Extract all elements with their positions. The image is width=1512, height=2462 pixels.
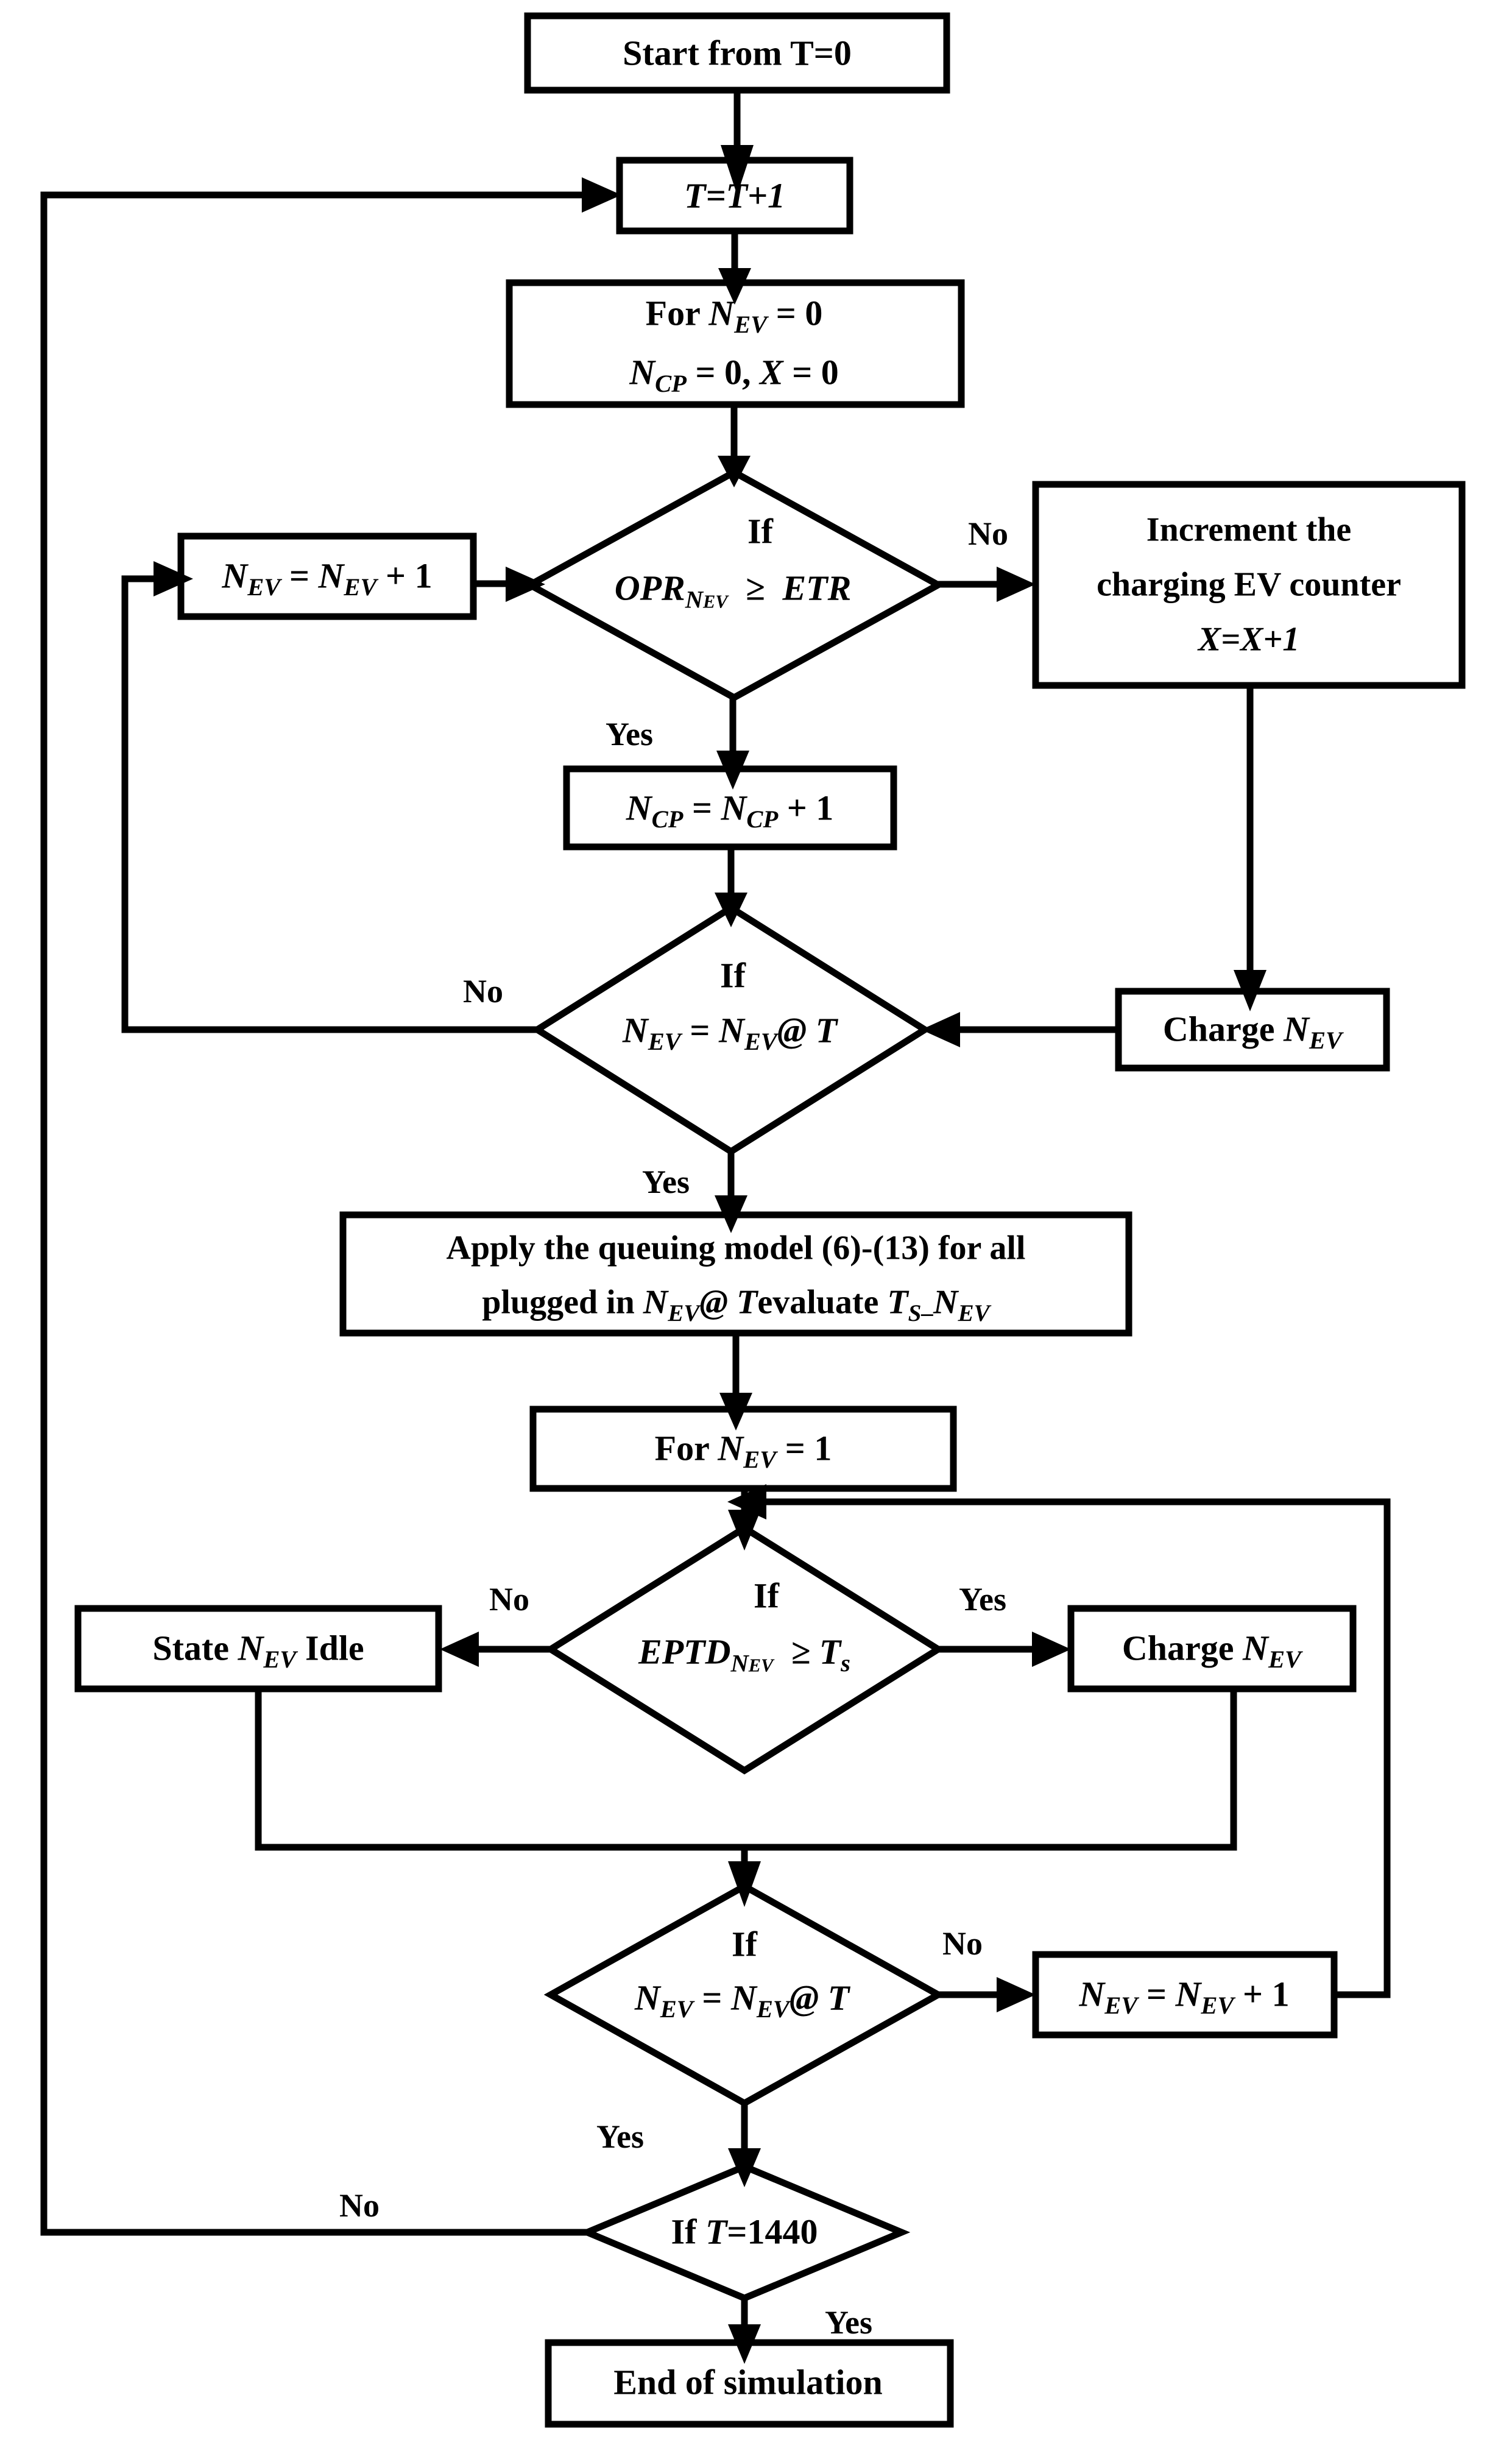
label-decision-nevatt1-line2: NEV = NEV@ T (622, 1010, 838, 1056)
edge-nevatt1-no-loop (121, 575, 537, 1033)
edge-label-opr-yes: Yes (606, 715, 653, 752)
arrowhead-nevplus1-bottom-loop (727, 1484, 766, 1519)
label-decision-nevatt2-line1: If (732, 1924, 757, 1964)
arrowhead-eptd-no (440, 1632, 479, 1667)
arrowhead-eptd-yes (1032, 1632, 1071, 1667)
edge-label-opr-no: No (968, 515, 1008, 552)
edge-label-nevatt2-yes: Yes (596, 2118, 644, 2155)
label-end-simulation: End of simulation (613, 2362, 883, 2402)
edge-nevplus1-bottom-loop (758, 1498, 1391, 1998)
node-state-idle (74, 1605, 442, 1693)
node-decision-eptd (544, 1524, 945, 1775)
node-charge-nev-low (1067, 1605, 1357, 1693)
arrowhead-for-nev1-to-eptd (728, 1510, 761, 1551)
label-start: Start from T=0 (623, 33, 852, 73)
label-decision-t-1440: If T=1440 (671, 2212, 818, 2252)
node-nev-plus-one-bottom (1032, 1951, 1338, 2039)
arrowhead-nevplus1-to-opr (506, 567, 545, 602)
arrowhead-init-to-opr (718, 456, 751, 487)
edge-idle-merge (255, 1689, 744, 1851)
edge-t1440-no-loop (40, 191, 588, 2236)
node-end-simulation (545, 2339, 954, 2428)
arrowhead-t-to-init (718, 268, 751, 305)
label-charge-nev-mid: Charge NEV (1162, 1009, 1343, 1055)
arrowhead-increment-to-charge (1234, 970, 1266, 1011)
edge-label-eptd-yes: Yes (959, 1580, 1006, 1618)
arrowhead-nevatt2-yes (728, 2148, 761, 2187)
arrowhead-start-to-t (721, 145, 754, 195)
arrowhead-merge-to-nevatt2 (728, 1861, 761, 1907)
label-increment-counter-line1: Increment the (1146, 511, 1352, 549)
label-queue-model-line2: plugged in NEV@ Tevaluate TS–NEV (482, 1283, 990, 1326)
label-decision-eptd-line1: If (754, 1576, 779, 1616)
label-decision-opr-line2: OPRNEV ≥ ETR (614, 568, 852, 614)
label-decision-opr-line1: If (747, 511, 773, 551)
arrowhead-t1440-no-loop (582, 177, 621, 213)
label-charge-nev-low: Charge NEV (1122, 1628, 1302, 1674)
arrowhead-nevatt2-no (997, 1977, 1036, 2012)
node-increment-counter (1032, 481, 1466, 689)
edge-label-nevatt1-no: No (463, 972, 503, 1010)
arrowhead-ncp-to-nevatt1 (715, 893, 747, 927)
edge-label-t1440-no: No (339, 2187, 380, 2224)
label-decision-nevatt2-line2: NEV = NEV@ T (634, 1978, 850, 2023)
arrowhead-nevatt1-yes (715, 1195, 747, 1233)
edge-charge-low-merge (744, 1689, 1237, 1851)
label-init-loop-line2: NCP = 0, X = 0 (629, 352, 839, 398)
label-queue-model-line1: Apply the queuing model (6)-(13) for all (446, 1229, 1026, 1267)
label-nev-plus-one-top: NEV = NEV + 1 (222, 556, 433, 601)
node-queue-model (339, 1211, 1132, 1337)
arrowhead-t1440-yes (728, 2324, 761, 2364)
label-increment-counter-line3: X=X+1 (1198, 620, 1300, 659)
label-decision-nevatt1-line1: If (720, 955, 746, 996)
label-init-loop-line1: For NEV = 0 (645, 293, 823, 339)
arrowhead-nevatt1-no-loop (154, 561, 193, 596)
label-ncp-plus-one: NCP = NCP + 1 (626, 788, 834, 833)
edge-label-eptd-no: No (489, 1580, 529, 1618)
label-t-increment: T=T+1 (684, 175, 785, 216)
node-for-nev-1 (529, 1406, 957, 1492)
arrowhead-opr-yes (716, 751, 749, 790)
edge-label-t1440-yes: Yes (825, 2304, 872, 2341)
arrowhead-charge-mid-to-nevatt1 (921, 1012, 960, 1047)
label-nev-plus-one-bottom: NEV = NEV + 1 (1079, 1974, 1290, 2020)
label-state-idle: State NEV Idle (152, 1628, 364, 1674)
arrowhead-opr-no (997, 567, 1036, 602)
label-decision-eptd-line2: EPTDNEV ≥ Ts (638, 1632, 850, 1677)
arrowhead-queue-to-for-nev1 (719, 1393, 752, 1431)
label-for-nev-1: For NEV = 1 (654, 1428, 832, 1474)
edge-label-nevatt1-yes: Yes (642, 1163, 690, 1200)
edge-label-nevatt2-no: No (942, 1925, 983, 1962)
label-increment-counter-line2: charging EV counter (1097, 565, 1401, 604)
